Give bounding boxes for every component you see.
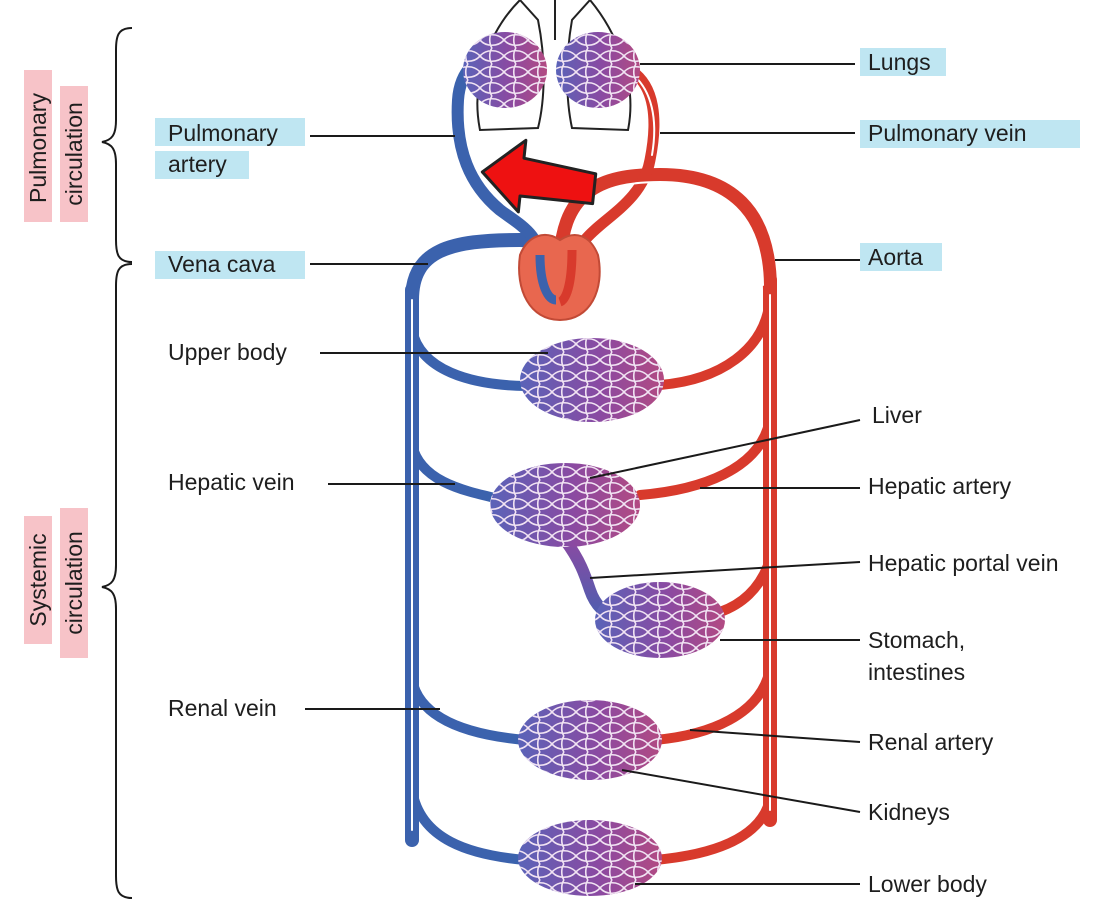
heart-icon: [518, 234, 601, 322]
left-labels: Pulmonary artery Vena cava Upper body He…: [168, 120, 295, 721]
label-highlights: [24, 48, 1080, 658]
leader-kidneys: [621, 769, 861, 813]
lower-body-vein: [407, 785, 530, 865]
group-label-systemic-2: circulation: [61, 531, 87, 635]
pulmonary-vein: [569, 64, 660, 271]
lower-body-capillaries: [518, 820, 662, 896]
liver-capillaries: [490, 463, 640, 547]
label-liver: Liver: [872, 402, 922, 428]
highlight-lungs: [860, 48, 946, 76]
pulmonary-brace: [101, 27, 133, 263]
hepatic-vein: [407, 440, 500, 503]
label-hepatic-artery: Hepatic artery: [868, 473, 1012, 499]
group-label-systemic-1: Systemic: [25, 533, 51, 626]
label-lower-body: Lower body: [868, 871, 987, 897]
upper-body-artery: [655, 295, 775, 390]
label-renal-vein: Renal vein: [168, 695, 277, 721]
group-label-pulmonary-2: circulation: [61, 102, 87, 206]
right-labels: Lungs Pulmonary vein Aorta Liver Hepatic…: [868, 49, 1059, 897]
highlight-pulmonary-group-2: [60, 86, 88, 222]
leader-renal-artery: [689, 729, 861, 743]
label-aorta: Aorta: [868, 244, 923, 270]
hepatic-artery: [635, 415, 775, 500]
label-lungs: Lungs: [868, 49, 931, 75]
label-pulmonary-vein: Pulmonary vein: [868, 120, 1027, 146]
label-pulmonary-artery-1: Pulmonary: [168, 120, 278, 146]
highlight-systemic-group-2: [60, 508, 88, 658]
portal-to-intestine: [412, 590, 520, 612]
highlight-pulmonary-group-1: [24, 70, 52, 222]
capillary-beds: [463, 32, 725, 896]
upper-body-capillaries: [520, 338, 664, 422]
highlight-pulmonary-artery-2: [155, 151, 249, 179]
label-upper-body: Upper body: [168, 339, 287, 365]
highlight-vena-cava: [155, 251, 305, 279]
lung-capillaries: [463, 32, 640, 108]
lower-body-artery: [650, 795, 775, 865]
highlight-pulmonary-artery-1: [155, 118, 305, 146]
highlight-systemic-group-1: [24, 516, 52, 644]
intestine-capillaries: [595, 582, 725, 658]
label-stomach-intestines-1: Stomach,: [868, 627, 965, 653]
upper-body-vein: [407, 325, 530, 391]
label-stomach-intestines-2: intestines: [868, 659, 965, 685]
highlight-pulmonary-vein: [860, 120, 1080, 148]
label-kidneys: Kidneys: [868, 799, 950, 825]
leader-hepatic-portal-vein: [589, 561, 861, 579]
group-labels: Pulmonary circulation Systemic circulati…: [25, 93, 87, 635]
group-braces: [101, 27, 133, 899]
leader-lines: [305, 63, 861, 885]
kidney-capillaries: [518, 700, 662, 780]
highlight-aorta: [860, 243, 942, 271]
label-pulmonary-artery-2: artery: [168, 151, 227, 177]
leader-liver: [589, 419, 861, 479]
renal-vein: [407, 675, 530, 745]
label-vena-cava: Vena cava: [168, 251, 276, 277]
group-label-pulmonary-1: Pulmonary: [25, 93, 51, 203]
systemic-brace: [101, 263, 133, 899]
label-hepatic-portal-vein: Hepatic portal vein: [868, 550, 1059, 576]
renal-artery: [650, 665, 775, 745]
label-hepatic-vein: Hepatic vein: [168, 469, 295, 495]
aorta-arch: [553, 167, 777, 297]
red-arrow-icon: [480, 138, 598, 214]
label-renal-artery: Renal artery: [868, 729, 994, 755]
